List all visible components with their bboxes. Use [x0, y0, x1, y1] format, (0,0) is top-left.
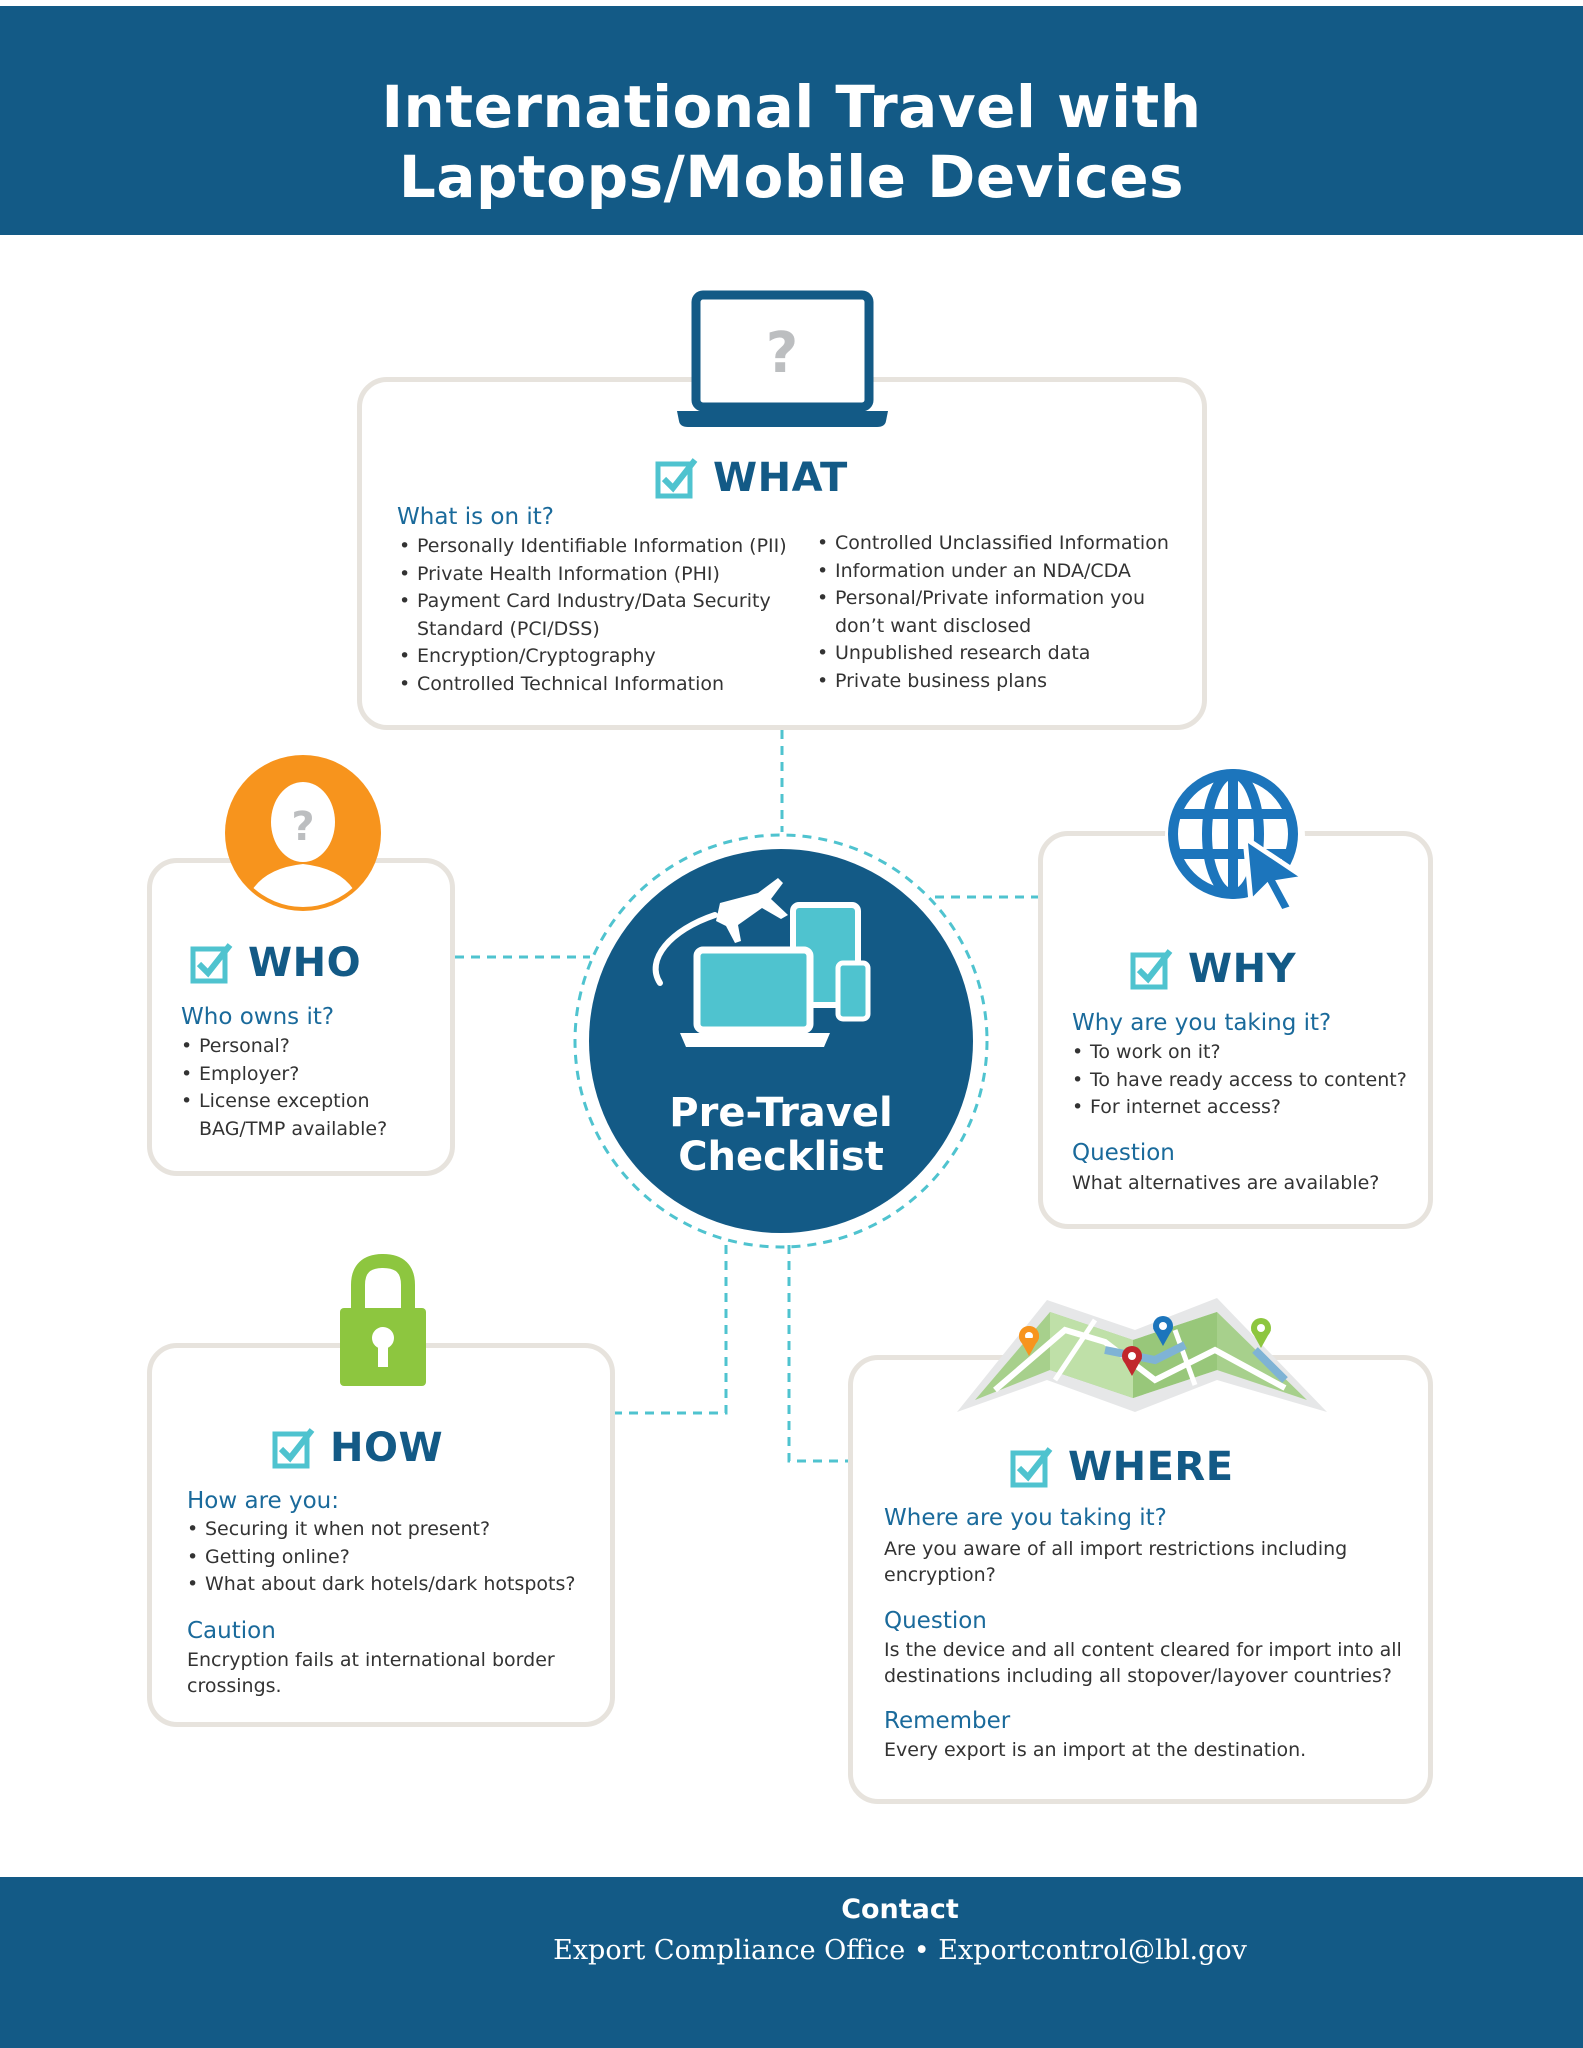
why-heading: WHY — [1130, 946, 1296, 992]
list-item: Getting online? — [185, 1544, 595, 1572]
why-subheading: Why are you taking it? — [1072, 1010, 1332, 1036]
svg-text:?: ? — [291, 804, 314, 850]
list-item: To work on it? — [1070, 1039, 1420, 1067]
list-item: Payment Card Industry/Data Security Stan… — [397, 588, 802, 643]
where-question-label: Question — [884, 1608, 987, 1634]
list-item: Information under an NDA/CDA — [815, 558, 1185, 586]
center-title: Pre-Travel Checklist — [669, 1090, 893, 1180]
why-title: WHY — [1188, 946, 1297, 992]
list-item: Personal/Private information you don’t w… — [815, 585, 1185, 640]
airplane-devices-icon — [652, 878, 871, 1047]
list-item: Securing it when not present? — [185, 1516, 595, 1544]
footer-banner: Contact Export Compliance Office • Expor… — [0, 1877, 1583, 2048]
list-item: Unpublished research data — [815, 640, 1185, 668]
where-remember-text: Every export is an import at the destina… — [884, 1739, 1307, 1761]
person-question-icon: ? — [225, 755, 381, 911]
contact-label: Contact — [841, 1894, 959, 1925]
checkbox-icon — [655, 458, 698, 499]
svg-text:?: ? — [766, 321, 798, 386]
contact-line: Export Compliance Office • Exportcontrol… — [553, 1935, 1247, 1966]
what-title: WHAT — [713, 455, 848, 501]
list-item: Personal? — [179, 1033, 434, 1061]
where-remember-label: Remember — [884, 1708, 1011, 1734]
laptop-question-icon: ? — [677, 290, 888, 427]
what-list-left: Personally Identifiable Information (PII… — [397, 533, 802, 698]
who-subheading: Who owns it? — [181, 1004, 335, 1030]
who-heading: WHO — [190, 940, 361, 986]
why-question-label: Question — [1072, 1140, 1175, 1166]
list-item: To have ready access to content? — [1070, 1067, 1420, 1095]
map-pins-icon — [957, 1298, 1327, 1412]
how-caution-text: Encryption fails at international border… — [187, 1649, 555, 1697]
what-subheading: What is on it? — [397, 504, 555, 530]
padlock-icon — [340, 1253, 426, 1386]
how-list: Securing it when not present? Getting on… — [185, 1516, 595, 1599]
checkbox-icon — [1010, 1447, 1053, 1488]
who-title: WHO — [248, 940, 362, 986]
list-item: License exception BAG/TMP available? — [179, 1088, 434, 1143]
globe-cursor-icon — [1165, 766, 1310, 911]
header-banner: International Travel with Laptops/Mobile… — [0, 6, 1583, 235]
list-item: Personally Identifiable Information (PII… — [397, 533, 802, 561]
checkbox-icon — [272, 1428, 315, 1469]
list-item: Encryption/Cryptography — [397, 643, 802, 671]
list-item: Employer? — [179, 1061, 434, 1089]
checkbox-icon — [1130, 949, 1173, 990]
who-list: Personal? Employer? License exception BA… — [179, 1033, 434, 1143]
where-title: WHERE — [1068, 1444, 1234, 1490]
list-item: Controlled Unclassified Information — [815, 530, 1185, 558]
why-question-text: What alternatives are available? — [1072, 1172, 1380, 1194]
what-heading: WHAT — [655, 455, 848, 501]
how-title: HOW — [330, 1425, 444, 1471]
what-list-right: Controlled Unclassified Information Info… — [815, 530, 1185, 695]
list-item: Private Health Information (PHI) — [397, 561, 802, 589]
how-caution-label: Caution — [187, 1618, 276, 1644]
why-list: To work on it? To have ready access to c… — [1070, 1039, 1420, 1122]
where-heading: WHERE — [1010, 1444, 1234, 1490]
how-subheading: How are you: — [187, 1488, 340, 1514]
page-title: International Travel with Laptops/Mobile… — [381, 73, 1202, 211]
list-item: Controlled Technical Information — [397, 671, 802, 699]
where-text: Are you aware of all import restrictions… — [884, 1538, 1348, 1586]
where-question-text: Is the device and all content cleared fo… — [884, 1639, 1402, 1687]
checkbox-icon — [190, 943, 233, 984]
where-subheading: Where are you taking it? — [884, 1505, 1167, 1531]
list-item: Private business plans — [815, 668, 1185, 696]
list-item: For internet access? — [1070, 1094, 1420, 1122]
list-item: What about dark hotels/dark hotspots? — [185, 1571, 595, 1599]
how-heading: HOW — [272, 1425, 443, 1471]
